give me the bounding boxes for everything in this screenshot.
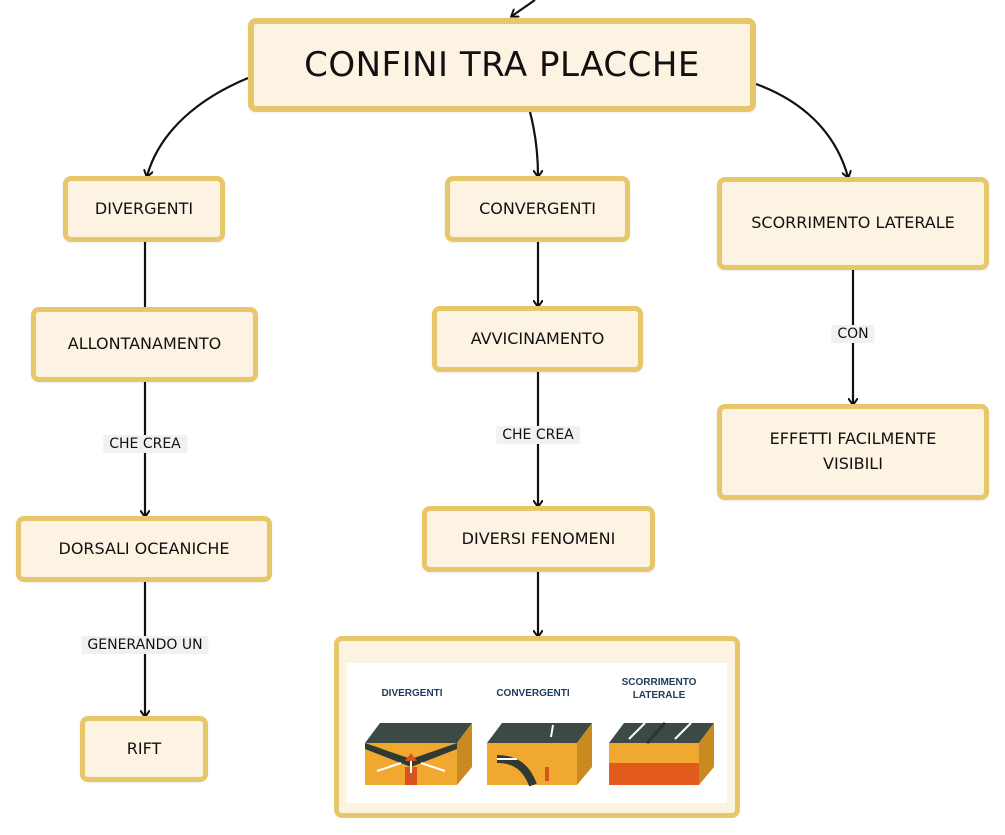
node-rift-text: RIFT <box>126 738 162 758</box>
node-effetti-facilmente-visibili[interactable]: EFFETTI FACILMENTE VISIBILI <box>717 404 989 500</box>
node-diversi-fenomeni[interactable]: DIVERSI FENOMENI <box>422 506 655 572</box>
node-scorrimento-laterale[interactable]: SCORRIMENTO LATERALE <box>717 177 989 270</box>
node-divergenti-text: DIVERGENTI <box>94 198 194 218</box>
label-con: CON <box>831 325 875 343</box>
node-plate-boundaries-figure[interactable]: DIVERGENTI CONVERGENTI SCORRIMENTO LATER… <box>334 636 740 818</box>
label-generando-un: GENERANDO UN <box>81 636 209 654</box>
node-allontanamento[interactable]: ALLONTANAMENTO <box>31 307 258 382</box>
label-che-crea-left: CHE CREA <box>103 435 187 453</box>
node-effetti-text: EFFETTI FACILMENTE VISIBILI <box>770 427 937 477</box>
arrow-title-convergenti <box>528 111 538 176</box>
node-scorrimento-text: SCORRIMENTO LATERALE <box>751 213 955 233</box>
illustration-divergent <box>365 723 472 785</box>
node-effetti-line1: EFFETTI FACILMENTE <box>769 429 937 449</box>
node-effetti-line2: VISIBILI <box>823 454 883 473</box>
node-dorsali-oceaniche[interactable]: DORSALI OCEANICHE <box>16 516 272 582</box>
node-title[interactable]: CONFINI TRA PLACCHE <box>248 18 756 112</box>
arrow-title-scorrimento <box>755 82 848 177</box>
caption-scorrimento-line1: SCORRIMENTO <box>621 677 697 688</box>
caption-scorrimento: SCORRIMENTO LATERALE <box>622 677 697 702</box>
node-divergenti[interactable]: DIVERGENTI <box>63 176 225 242</box>
caption-convergenti: CONVERGENTI <box>496 688 570 699</box>
node-convergenti[interactable]: CONVERGENTI <box>445 176 630 242</box>
node-fenomeni-text: DIVERSI FENOMENI <box>461 528 616 548</box>
node-avvicinamento-text: AVVICINAMENTO <box>470 328 605 348</box>
illustration-convergent <box>487 723 592 787</box>
figure-canvas: DIVERGENTI CONVERGENTI SCORRIMENTO LATER… <box>347 663 727 803</box>
plate-illustrations <box>365 721 714 787</box>
node-allontanamento-text: ALLONTANAMENTO <box>67 334 222 354</box>
illustration-transform <box>609 721 714 785</box>
arrow-into-title <box>512 0 536 16</box>
caption-scorrimento-line2: LATERALE <box>632 689 686 701</box>
node-convergenti-text: CONVERGENTI <box>479 198 596 218</box>
node-title-text: CONFINI TRA PLACCHE <box>304 44 700 85</box>
node-dorsali-text: DORSALI OCEANICHE <box>58 538 230 558</box>
node-rift[interactable]: RIFT <box>80 716 208 782</box>
caption-divergenti: DIVERGENTI <box>381 688 443 699</box>
label-che-crea-mid: CHE CREA <box>496 426 580 444</box>
node-avvicinamento[interactable]: AVVICINAMENTO <box>432 306 643 372</box>
arrow-title-divergenti <box>147 76 249 176</box>
